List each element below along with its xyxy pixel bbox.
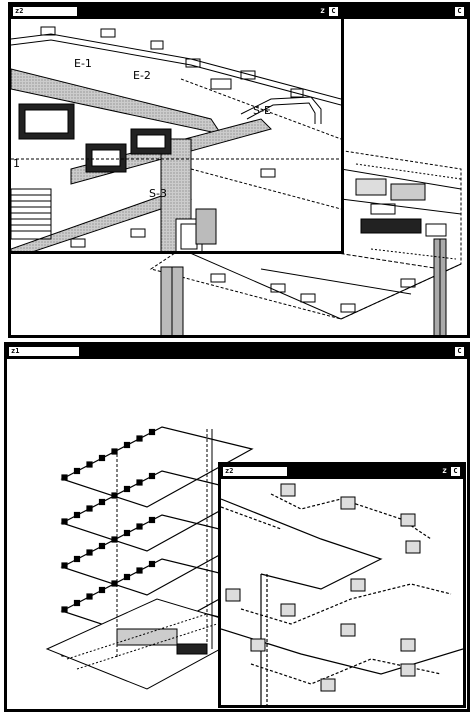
top-inset-zoom-label: z: [320, 6, 325, 15]
diffuser-marker: [73, 511, 81, 519]
diffuser-marker: [148, 428, 156, 436]
top-inset-titlebar[interactable]: z2 z C: [11, 5, 341, 19]
diffuser-marker: [148, 516, 156, 524]
diffuser-marker: [86, 549, 93, 556]
diffuser-marker: [98, 454, 106, 462]
diffuser-marker: [123, 573, 131, 581]
diffuser-marker: [136, 567, 143, 574]
bottom-inset-window[interactable]: z2 z C: [218, 462, 466, 708]
diffuser-marker: [123, 441, 131, 449]
bottom-window-titlebar[interactable]: z1 C: [7, 345, 467, 359]
diffuser-marker: [123, 485, 131, 493]
diffuser-marker: [98, 586, 106, 594]
vav-box: [400, 663, 416, 677]
diffuser-marker: [136, 523, 143, 530]
vav-box: [280, 603, 296, 617]
top-inset-title: z2: [13, 7, 77, 16]
bottom-inset-close-button[interactable]: C: [451, 467, 460, 476]
top-window-canvas: [11, 19, 467, 335]
diffuser-marker: [61, 518, 68, 525]
diffuser-marker: [98, 498, 106, 506]
vav-box: [350, 578, 366, 592]
diffuser-marker: [61, 606, 68, 613]
diffuser-marker: [86, 461, 93, 468]
diffuser-marker: [148, 472, 156, 480]
diffuser-marker: [111, 580, 118, 587]
bottom-inset-titlebar[interactable]: z2 z C: [221, 465, 463, 479]
diffuser-marker: [136, 479, 143, 486]
diffuser-marker: [123, 529, 131, 537]
diffuser-marker: [111, 492, 118, 499]
diffuser-marker: [98, 542, 106, 550]
top-window-close-button[interactable]: C: [455, 7, 464, 16]
diffuser-marker: [111, 448, 118, 455]
vav-box: [280, 483, 296, 497]
vav-box: [250, 638, 266, 652]
vav-box: [400, 513, 416, 527]
bottom-inset-title: z2: [223, 467, 287, 476]
vav-box: [340, 623, 356, 637]
top-inset-canvas: E-1 E-2 S-E S-3 1: [11, 19, 341, 251]
diffuser-marker: [73, 467, 81, 475]
diffuser-marker: [61, 474, 68, 481]
floor-plan-perspective-drawing: [149, 148, 462, 335]
vav-box: [405, 540, 421, 554]
bottom-window-close-button[interactable]: C: [455, 347, 464, 356]
diffuser-marker: [73, 599, 81, 607]
diffuser-marker: [148, 560, 156, 568]
vav-box: [225, 588, 241, 602]
top-inset-window[interactable]: z2 z C: [8, 2, 344, 254]
vav-box: [320, 678, 336, 692]
vav-box: [400, 638, 416, 652]
diffuser-marker: [73, 555, 81, 563]
diffuser-marker: [86, 593, 93, 600]
bottom-inset-canvas: [221, 479, 463, 705]
label-se: S-E: [253, 104, 271, 117]
bottom-inset-zoom-label: z: [442, 466, 447, 475]
label-e2: E-2: [133, 69, 151, 82]
label-one: 1: [13, 157, 20, 170]
label-s3: S-3: [149, 187, 167, 200]
label-e1: E-1: [74, 57, 92, 70]
bottom-window-title: z1: [9, 347, 79, 356]
diffuser-marker: [136, 435, 143, 442]
zoomed-riser-detail-drawing: [221, 483, 463, 705]
diffuser-marker: [86, 505, 93, 512]
top-inset-close-button[interactable]: C: [329, 7, 338, 16]
zoomed-floor-plan-drawing: E-1 E-2 S-E S-3 1: [11, 26, 341, 251]
vav-box: [340, 496, 356, 510]
diffuser-marker: [61, 562, 68, 569]
diffuser-marker: [111, 536, 118, 543]
